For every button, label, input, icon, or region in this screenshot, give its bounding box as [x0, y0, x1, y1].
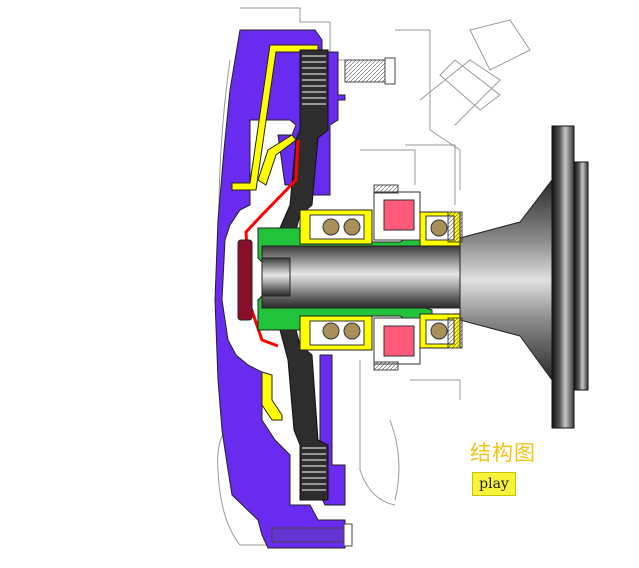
- cover-bolt-head: [384, 57, 396, 85]
- seal-upper: [383, 199, 415, 231]
- output-cone: [459, 178, 553, 382]
- lower-bolt-head: [343, 523, 353, 547]
- output-flange-step: [573, 161, 589, 391]
- diagram-caption: 结构图: [470, 441, 536, 465]
- release-plate: [237, 239, 253, 321]
- play-button[interactable]: play: [472, 472, 516, 496]
- ball: [343, 218, 361, 236]
- friction-facings: [302, 55, 326, 491]
- input-shaft: [261, 245, 463, 309]
- ball: [322, 218, 340, 236]
- guide-tube-upper: [373, 184, 399, 194]
- seal-lower: [383, 325, 415, 357]
- bearing-balls: [322, 218, 448, 340]
- ball: [343, 322, 361, 340]
- guide-tube-lower: [373, 361, 399, 371]
- cover-bolt-flange: [344, 59, 386, 83]
- ball: [430, 219, 448, 237]
- bearing-retainer-upper: [447, 211, 463, 243]
- release-lever-red: [244, 139, 300, 348]
- clutch-disc-lower: [279, 329, 329, 501]
- diaphragm-spring-lower: [261, 371, 283, 421]
- ball: [322, 322, 340, 340]
- shaft-step: [261, 257, 291, 297]
- lower-bolt: [271, 527, 345, 543]
- output-flange: [551, 125, 575, 429]
- bearing-retainer-lower: [447, 317, 463, 349]
- ball: [430, 322, 448, 340]
